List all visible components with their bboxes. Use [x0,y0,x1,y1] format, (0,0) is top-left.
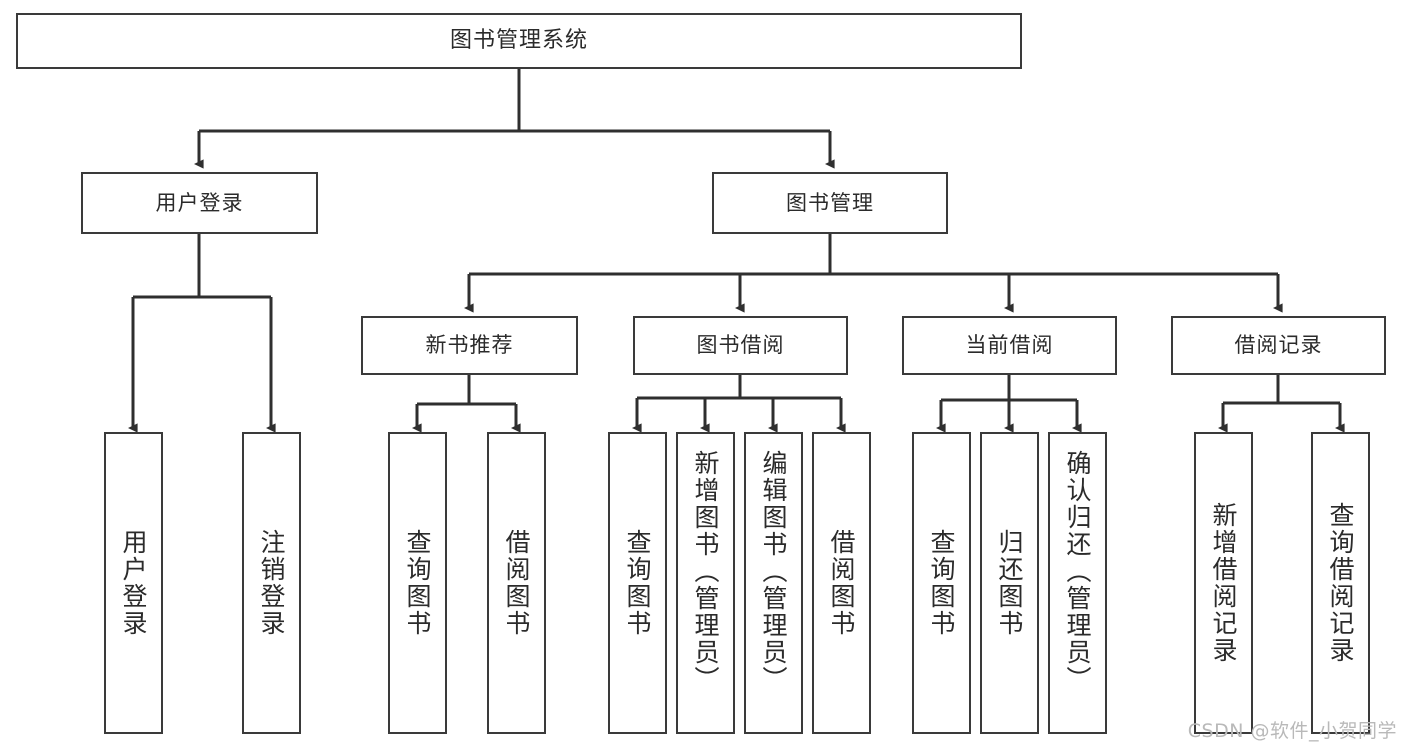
node-user-login[interactable]: 用户登录 [81,172,318,234]
leaf-borrow-book-recommend[interactable]: 借阅图书 [487,432,546,734]
node-label: 确认归还（管理员） [1063,450,1092,693]
node-label: 归还图书 [995,529,1024,637]
node-label: 借阅图书 [827,529,856,637]
node-label: 新书推荐 [425,333,514,358]
node-label: 注销登录 [257,529,286,637]
node-root[interactable]: 图书管理系统 [16,13,1022,69]
node-book-management[interactable]: 图书管理 [712,172,948,234]
leaf-query-book-borrow[interactable]: 查询图书 [608,432,667,734]
node-new-book-recommend[interactable]: 新书推荐 [361,316,578,375]
leaf-add-book-admin[interactable]: 新增图书（管理员） [676,432,735,734]
leaf-query-borrow-record[interactable]: 查询借阅记录 [1311,432,1370,734]
leaf-query-book-current[interactable]: 查询图书 [912,432,971,734]
node-label: 图书借阅 [696,333,785,358]
node-label: 用户登录 [155,190,244,215]
node-label: 新增借阅记录 [1209,502,1238,664]
leaf-edit-book-admin[interactable]: 编辑图书（管理员） [744,432,803,734]
node-label: 查询借阅记录 [1326,502,1355,664]
leaf-return-book[interactable]: 归还图书 [980,432,1039,734]
node-label: 借阅记录 [1234,333,1323,358]
node-label: 图书管理系统 [449,28,588,54]
node-label: 新增图书（管理员） [691,450,720,693]
leaf-query-book-recommend[interactable]: 查询图书 [388,432,447,734]
node-label: 查询图书 [403,529,432,637]
node-label: 当前借阅 [965,333,1054,358]
node-label: 图书管理 [786,190,874,215]
node-borrow-record[interactable]: 借阅记录 [1171,316,1386,375]
leaf-borrow-book[interactable]: 借阅图书 [812,432,871,734]
node-label: 用户登录 [119,529,148,637]
node-current-borrow[interactable]: 当前借阅 [902,316,1117,375]
leaf-confirm-return-admin[interactable]: 确认归还（管理员） [1048,432,1107,734]
node-label: 查询图书 [623,529,652,637]
leaf-add-borrow-record[interactable]: 新增借阅记录 [1194,432,1253,734]
node-book-borrow[interactable]: 图书借阅 [633,316,848,375]
leaf-logout[interactable]: 注销登录 [242,432,301,734]
node-label: 查询图书 [927,529,956,637]
node-label: 借阅图书 [502,529,531,637]
node-label: 编辑图书（管理员） [759,450,788,693]
leaf-user-login[interactable]: 用户登录 [104,432,163,734]
watermark: CSDN @软件_小贺同学 [1187,720,1397,742]
